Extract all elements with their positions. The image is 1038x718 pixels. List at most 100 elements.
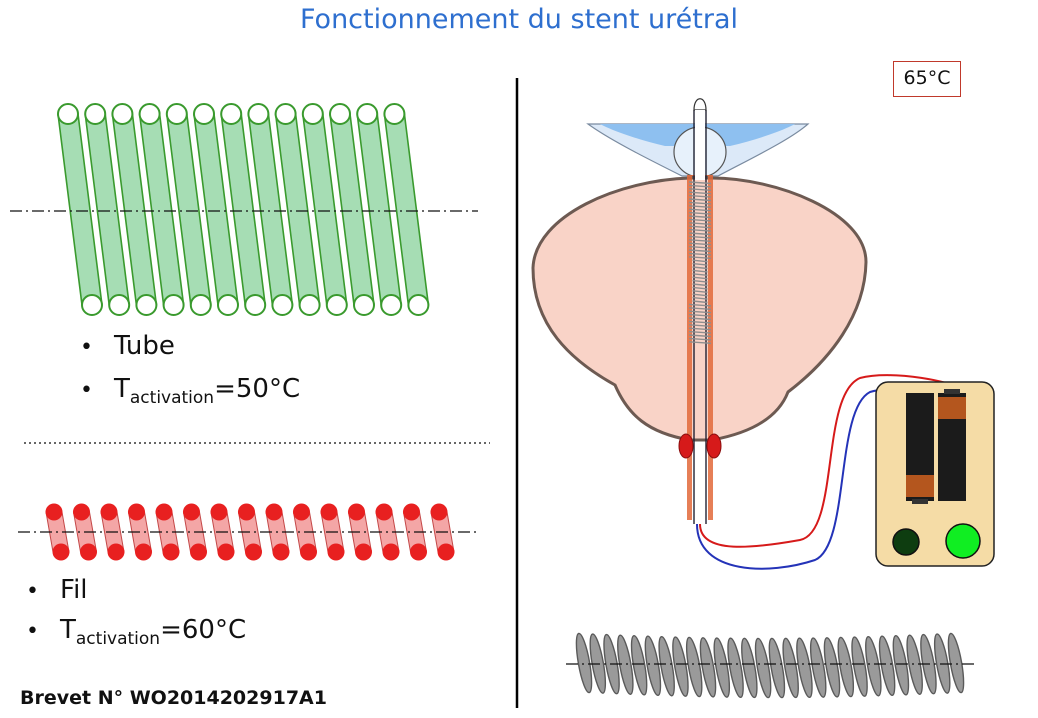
wire-end-top xyxy=(128,503,145,521)
wire-end-bottom xyxy=(245,543,262,561)
tube-ring-bottom xyxy=(81,294,103,316)
tube-ring-top xyxy=(165,103,188,125)
wire-end-top xyxy=(238,503,255,521)
stent-ring xyxy=(688,239,712,242)
tube-ring-top xyxy=(138,103,161,125)
wire-end-bottom xyxy=(162,543,180,561)
tube-ring-top xyxy=(193,103,215,125)
red-wire xyxy=(699,374,976,548)
tube-ring-bottom xyxy=(135,294,158,316)
indicator-light-icon xyxy=(892,528,920,556)
stent-ring xyxy=(688,317,712,321)
indicator-light-icon xyxy=(945,523,981,559)
stent-ring xyxy=(688,307,712,310)
stent-ring xyxy=(692,296,708,300)
grey-coil-ring xyxy=(796,637,813,699)
battery-icon xyxy=(906,389,966,504)
tube-ring-bottom xyxy=(298,294,321,316)
tube-temp-bullet: •Tactivation=50°C xyxy=(80,374,301,409)
stent-ring xyxy=(688,208,712,212)
tube-ring-top xyxy=(383,103,406,125)
grey-coil-ring xyxy=(727,637,744,699)
wire-temp-bullet: •Tactivation=60°C xyxy=(26,615,247,650)
tube-ring-bottom xyxy=(353,294,375,316)
tube-ring-top xyxy=(274,103,297,125)
grey-coil-ring xyxy=(630,634,648,696)
wire-end-top xyxy=(100,503,118,521)
stent-ring xyxy=(688,303,712,307)
stent-ring xyxy=(688,252,712,256)
tube-ring-bottom xyxy=(325,294,348,316)
stent-ring xyxy=(688,330,712,334)
wire-end-bottom xyxy=(300,543,317,561)
bullet-icon: • xyxy=(26,579,39,604)
wire-end-top xyxy=(155,503,173,521)
tube-ring-bottom xyxy=(407,294,430,316)
stent-ring xyxy=(688,201,712,205)
stent-ring xyxy=(688,242,712,246)
stent-ring xyxy=(692,300,708,304)
tube-ring-top xyxy=(111,103,134,125)
tube-ring-bottom xyxy=(271,294,294,316)
heating-marker-right xyxy=(706,433,722,459)
grey-coil-ring xyxy=(823,637,841,698)
grey-coil-ring xyxy=(713,637,731,698)
wire-end-bottom xyxy=(135,543,152,561)
stent-ring xyxy=(688,225,712,229)
wire-end-top xyxy=(430,503,448,521)
stent-ring xyxy=(692,279,708,283)
stent-ring xyxy=(692,286,708,290)
bullet-icon: • xyxy=(80,378,93,403)
grey-coil-ring xyxy=(575,632,593,694)
stent-ring xyxy=(688,249,712,253)
wire-end-bottom xyxy=(272,543,290,561)
wire-end-top xyxy=(375,503,393,521)
stent-ring xyxy=(688,184,712,188)
stent-ring xyxy=(688,228,712,232)
wire-end-bottom xyxy=(107,543,125,561)
tube-ring-bottom xyxy=(162,294,185,316)
stent-ring xyxy=(688,188,712,191)
grey-stent-coil xyxy=(575,632,965,699)
wire-end-top xyxy=(320,503,338,521)
page-title: Fonctionnement du stent urétral xyxy=(299,4,739,35)
tube-ring-bottom xyxy=(108,294,131,316)
tube-ring-bottom xyxy=(189,294,212,316)
wire-end-top xyxy=(265,503,283,521)
tube-ring-top xyxy=(57,103,79,125)
stent-ring xyxy=(688,211,712,215)
tube-ring-top xyxy=(356,103,379,125)
tube-ring-bottom xyxy=(380,294,403,316)
wire-end-top xyxy=(293,503,310,521)
grey-coil-ring xyxy=(658,635,675,697)
stent-ring xyxy=(688,205,712,208)
wire-end-top xyxy=(403,503,420,521)
stent-ring xyxy=(688,256,712,259)
grey-coil-ring xyxy=(865,635,882,697)
wire-end-bottom xyxy=(355,543,372,561)
stent-ring xyxy=(688,194,712,198)
grey-coil-ring xyxy=(768,637,786,699)
stent-ring xyxy=(688,327,712,331)
tube-ring-top xyxy=(301,103,324,125)
tube-bullet: •Tube xyxy=(80,330,175,364)
bullet-icon: • xyxy=(80,335,93,360)
tube-ring-top xyxy=(329,103,351,125)
wire-end-bottom xyxy=(437,543,455,561)
stent-ring xyxy=(688,313,712,317)
heating-marker-left xyxy=(678,433,694,459)
stent-ring xyxy=(692,283,708,287)
grey-coil-ring xyxy=(782,637,799,699)
stent-ring xyxy=(688,245,712,249)
stent-ring xyxy=(692,290,708,293)
wire-end-bottom xyxy=(190,543,207,561)
stent-ring xyxy=(688,232,712,236)
stent-ring xyxy=(688,218,712,222)
stent-coil xyxy=(688,181,712,344)
grey-coil-ring xyxy=(672,636,689,697)
wire-end-bottom xyxy=(80,543,97,561)
stent-ring xyxy=(692,262,708,266)
bullet-icon: • xyxy=(26,619,39,644)
stent-ring xyxy=(688,181,712,185)
